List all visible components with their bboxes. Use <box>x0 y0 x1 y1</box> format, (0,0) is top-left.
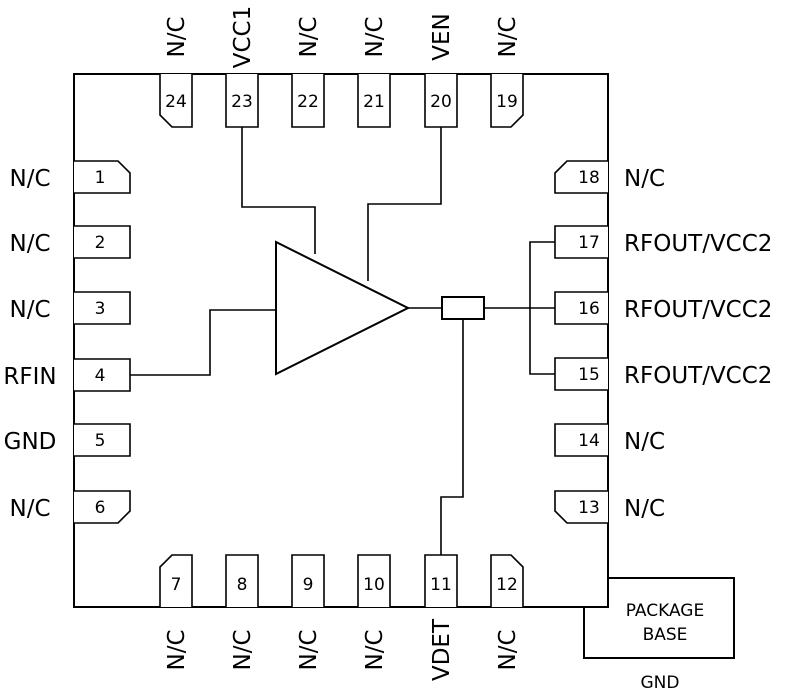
pin-group: 1N/C2N/C3N/C4RFIN5GND6N/C7N/C8N/C9N/C10N… <box>3 6 772 681</box>
pin-20-pad <box>424 74 458 128</box>
pin-10-number: 10 <box>363 575 385 595</box>
pin-12-label: N/C <box>495 629 521 670</box>
pin-6-label: N/C <box>9 496 50 522</box>
package-base-label-line2: BASE <box>643 625 688 645</box>
pin-4-number: 4 <box>95 366 106 386</box>
pin-20-number: 20 <box>430 92 452 112</box>
pin-11-label: VDET <box>429 618 455 681</box>
pin-2-number: 2 <box>95 233 106 253</box>
pin-15-number: 15 <box>578 365 600 385</box>
pin-15-label: RFOUT/VCC2 <box>624 363 772 389</box>
pin-24-number: 24 <box>165 92 187 112</box>
wire-vdet <box>440 319 464 555</box>
package-base-label-line1: PACKAGE <box>626 601 704 621</box>
pin-8-pad <box>225 554 259 607</box>
pin-1-label: N/C <box>9 166 50 192</box>
pin-1-number: 1 <box>95 168 106 188</box>
pin-22-number: 22 <box>297 92 319 112</box>
pin-7-number: 7 <box>171 575 182 595</box>
pin-16-pad <box>554 291 608 325</box>
pin-14-label: N/C <box>624 429 665 455</box>
pin-24-label: N/C <box>164 16 190 57</box>
pin-23-number: 23 <box>231 92 253 112</box>
pin-16-number: 16 <box>578 299 600 319</box>
pin-23-pad <box>225 74 259 128</box>
pin-16-label: RFOUT/VCC2 <box>624 297 772 323</box>
pin-8-label: N/C <box>230 629 256 670</box>
pin-14-number: 14 <box>578 431 600 451</box>
pin-1-pad <box>74 160 131 194</box>
pin-4-pad <box>74 358 131 392</box>
pin-11-pad <box>424 554 458 607</box>
pin-6-number: 6 <box>95 498 106 518</box>
pin-13-number: 13 <box>578 498 600 518</box>
pin-17-number: 17 <box>578 233 600 253</box>
pin-3-label: N/C <box>9 297 50 323</box>
pin-7-label: N/C <box>164 629 190 670</box>
pin-4-label: RFIN <box>3 364 56 390</box>
pin-13-label: N/C <box>624 496 665 522</box>
pin-18-number: 18 <box>578 168 600 188</box>
pin-17-label: RFOUT/VCC2 <box>624 231 772 257</box>
wire-vcc1 <box>241 127 316 254</box>
pin-9-pad <box>291 554 325 607</box>
pin-19-label: N/C <box>495 16 521 57</box>
pin-6-pad <box>74 490 131 524</box>
pin-22-label: N/C <box>296 16 322 57</box>
pin-8-number: 8 <box>237 575 248 595</box>
pin-21-pad <box>357 74 391 128</box>
pin-2-pad <box>74 225 131 259</box>
pin-10-pad <box>357 554 391 607</box>
pin-9-number: 9 <box>303 575 314 595</box>
wire-rfin <box>130 309 276 376</box>
wire-ven <box>367 127 442 281</box>
pin-7-pad <box>159 554 193 607</box>
pin-10-label: N/C <box>362 629 388 670</box>
pin-15-pad <box>554 357 608 391</box>
pin-9-label: N/C <box>296 629 322 670</box>
pin-23-label: VCC1 <box>230 6 256 69</box>
pin-13-pad <box>554 490 608 524</box>
package-outline <box>73 73 609 608</box>
pin-5-pad <box>74 423 131 457</box>
package-base-gnd-label: GND <box>641 673 680 691</box>
pin-20-label: VEN <box>429 13 455 60</box>
pin-14-pad <box>554 423 608 457</box>
pin-19-pad <box>490 74 524 128</box>
pin-5-label: GND <box>4 429 57 455</box>
pin-19-number: 19 <box>496 92 518 112</box>
pin-24-pad <box>159 74 193 128</box>
amplifier-symbol <box>275 240 411 376</box>
pin-22-pad <box>291 74 325 128</box>
pin-17-pad <box>554 225 608 259</box>
package-base-outline <box>583 577 735 659</box>
pin-3-number: 3 <box>95 299 106 319</box>
pin-12-number: 12 <box>496 575 518 595</box>
pin-11-number: 11 <box>430 575 452 595</box>
pin-3-pad <box>74 291 131 325</box>
pin-5-number: 5 <box>95 431 106 451</box>
pin-2-label: N/C <box>9 231 50 257</box>
pin-12-pad <box>490 554 524 607</box>
pin-21-number: 21 <box>363 92 385 112</box>
pin-21-label: N/C <box>362 16 388 57</box>
detector-block <box>441 296 485 320</box>
pin-18-label: N/C <box>624 166 665 192</box>
pin-18-pad <box>554 160 608 194</box>
wire-rfout-bus <box>529 241 555 375</box>
